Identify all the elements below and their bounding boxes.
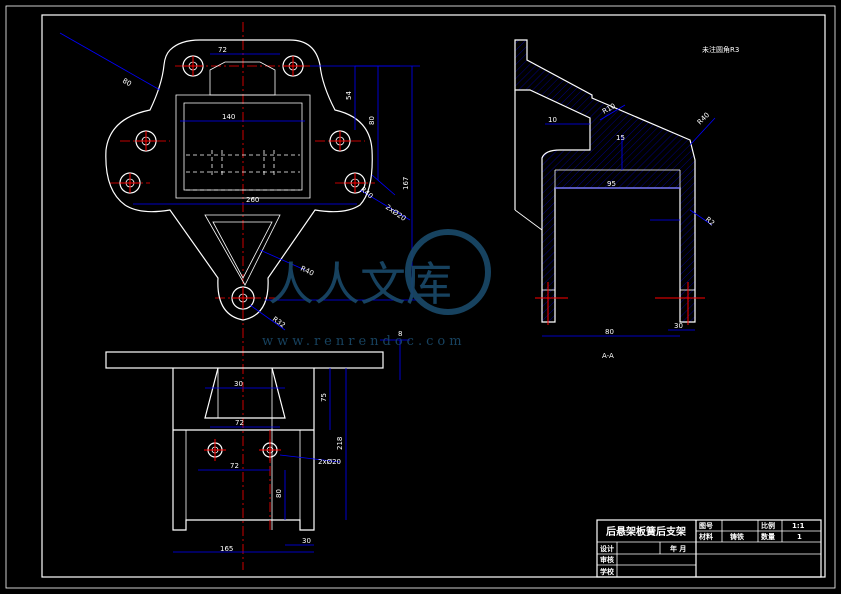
dim-r2-side: R2 xyxy=(704,215,716,227)
front-view: 8 30 72 72 75 218 80 2xØ20 165 30 xyxy=(105,330,410,553)
label-check: 审核 xyxy=(600,555,614,564)
note-rounds: 未注圆角R3 xyxy=(702,45,739,54)
dim-r80: 80 xyxy=(121,77,133,88)
dim-140: 140 xyxy=(222,113,235,121)
watermark-url: www.renrendoc.com xyxy=(262,334,466,349)
dim-165: 165 xyxy=(220,545,233,553)
dim-80-front: 80 xyxy=(275,489,283,498)
dim-30: 30 xyxy=(234,380,243,388)
label-scale: 比例 xyxy=(761,521,775,530)
label-school: 学校 xyxy=(600,567,615,576)
top-outer-contour xyxy=(105,39,373,321)
dim-95-side: 95 xyxy=(607,180,616,188)
title-block: 后悬架板簧后支架 图号 比例 1:1 材料 铸铁 数量 1 设计 年 月 审核 … xyxy=(596,519,822,578)
dim-54: 54 xyxy=(345,91,353,100)
value-quantity: 1 xyxy=(797,533,802,541)
label-drawing-no: 图号 xyxy=(699,521,713,530)
value-scale: 1:1 xyxy=(792,522,805,530)
part-name: 后悬架板簧后支架 xyxy=(606,525,686,538)
section-hatched-body xyxy=(514,39,696,323)
dim-r32: R32 xyxy=(271,315,287,329)
dim-30-side: 30 xyxy=(674,322,683,330)
dim-167: 167 xyxy=(402,177,410,190)
dim-72-front: 72 xyxy=(235,419,244,427)
dim-30-front: 30 xyxy=(302,537,311,545)
dim-r40b: R40 xyxy=(359,185,375,200)
label-material: 材料 xyxy=(698,532,713,541)
dim-72b-front: 72 xyxy=(230,462,239,470)
dim-72: 72 xyxy=(218,46,227,54)
watermark: 人人文库 www.renrendoc.com xyxy=(262,229,491,349)
side-section-view: 10 R10 15 95 80 30 R40 R2 A-A 未注圆角R3 xyxy=(514,39,739,360)
dim-15-side: 15 xyxy=(616,134,625,142)
section-label: A-A xyxy=(602,352,614,360)
dim-hole-front: 2xØ20 xyxy=(318,458,341,466)
value-material: 铸铁 xyxy=(730,532,744,541)
label-year-month: 年 月 xyxy=(670,544,686,553)
outer-border xyxy=(5,5,836,589)
watermark-chars: 人人文库 xyxy=(268,257,452,311)
dim-80-side: 80 xyxy=(605,328,614,336)
dim-75: 75 xyxy=(320,393,328,402)
dim-2x20: 2xØ20 xyxy=(384,203,407,223)
dim-260: 260 xyxy=(246,196,259,204)
dim-8: 8 xyxy=(398,330,402,338)
label-quantity: 数量 xyxy=(761,532,775,541)
dim-80: 80 xyxy=(368,116,376,125)
dim-218: 218 xyxy=(336,437,344,450)
inner-border xyxy=(41,14,826,578)
label-design: 设计 xyxy=(600,544,614,553)
dim-10-side: 10 xyxy=(548,116,557,124)
